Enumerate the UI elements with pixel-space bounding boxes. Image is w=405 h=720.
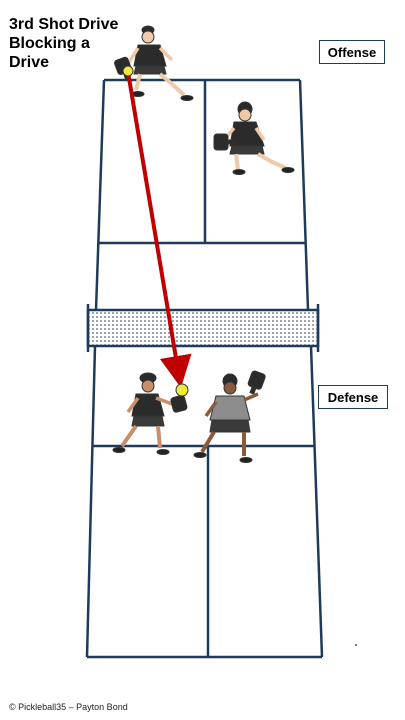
ball-end-icon — [175, 383, 189, 397]
defense-player-blocker — [112, 372, 188, 455]
copyright-credit: © Pickleball35 – Payton Bond — [9, 702, 128, 712]
title-line-2: Blocking a — [9, 35, 90, 52]
paddle-icon — [170, 394, 188, 413]
paddle-icon — [247, 370, 266, 395]
offense-label: Offense — [319, 40, 385, 64]
offense-left-sideline — [94, 79, 106, 311]
net — [86, 304, 320, 352]
title-line-1: 3rd Shot Drive — [9, 16, 119, 33]
paddle-icon — [213, 133, 235, 151]
diagram-title: 3rd Shot Drive Blocking a Drive — [9, 15, 118, 72]
offense-court-lines — [94, 78, 310, 311]
stray-dot — [355, 644, 357, 646]
ball-start-icon — [122, 65, 134, 77]
defense-court-lines — [85, 345, 324, 659]
defense-left-sideline — [85, 345, 97, 658]
defense-label: Defense — [318, 385, 388, 409]
offense-player-partner — [213, 101, 295, 175]
shot-path-arrow — [126, 71, 192, 388]
offense-right-sideline — [298, 79, 310, 311]
offense-player-server — [114, 25, 194, 101]
defense-player-partner — [193, 370, 266, 463]
defense-right-sideline — [309, 345, 324, 658]
title-line-3: Drive — [9, 54, 50, 71]
